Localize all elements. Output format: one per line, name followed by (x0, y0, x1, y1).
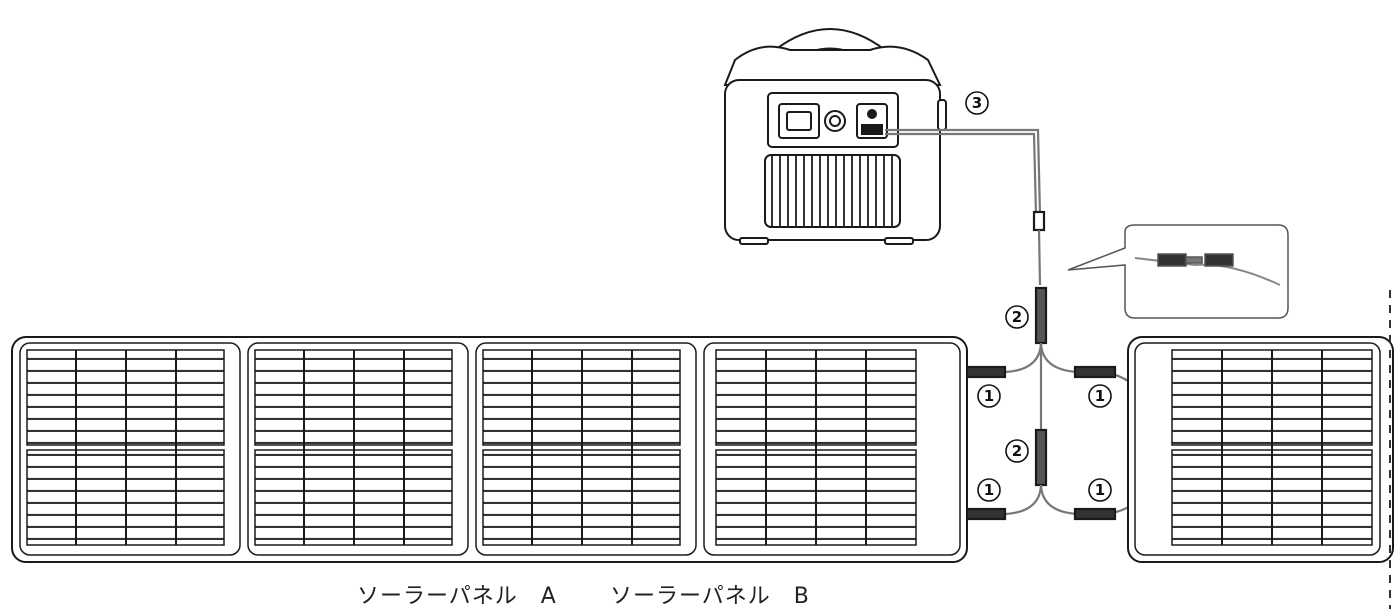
branch-connector-lower (1034, 428, 1048, 487)
connector-detail-callout (1067, 224, 1289, 319)
svg-text:1: 1 (984, 387, 994, 405)
svg-text:1: 1 (1095, 387, 1105, 405)
callout-numbers: 3 2 2 1 1 1 1 (965, 91, 1112, 502)
caption-solar-panel-a: ソーラーパネル A (357, 584, 557, 609)
svg-text:3: 3 (972, 94, 982, 112)
branch-connector-upper (1034, 286, 1048, 345)
vent-grille (764, 154, 901, 228)
side-port (937, 99, 947, 131)
svg-text:1: 1 (984, 481, 994, 499)
caption-solar-panel-b: ソーラーパネル B (610, 584, 810, 609)
solar-panel-a (11, 336, 968, 563)
callout-1-lower-right: 1 (1088, 478, 1112, 502)
callout-3: 3 (965, 91, 989, 115)
inline-connector (1032, 210, 1046, 232)
callout-1-upper-right: 1 (1088, 384, 1112, 408)
callout-1-upper-left: 1 (977, 384, 1001, 408)
station-top (723, 45, 942, 86)
svg-text:1: 1 (1095, 481, 1105, 499)
callout-2-lower: 2 (1005, 439, 1029, 463)
extension-cable (885, 128, 1042, 216)
callout-2-upper: 2 (1005, 305, 1029, 329)
solar-panel-b (1127, 290, 1394, 609)
power-station (723, 28, 947, 245)
callout-1-lower-left: 1 (977, 478, 1001, 502)
svg-text:2: 2 (1012, 308, 1022, 326)
svg-text:2: 2 (1012, 442, 1022, 460)
